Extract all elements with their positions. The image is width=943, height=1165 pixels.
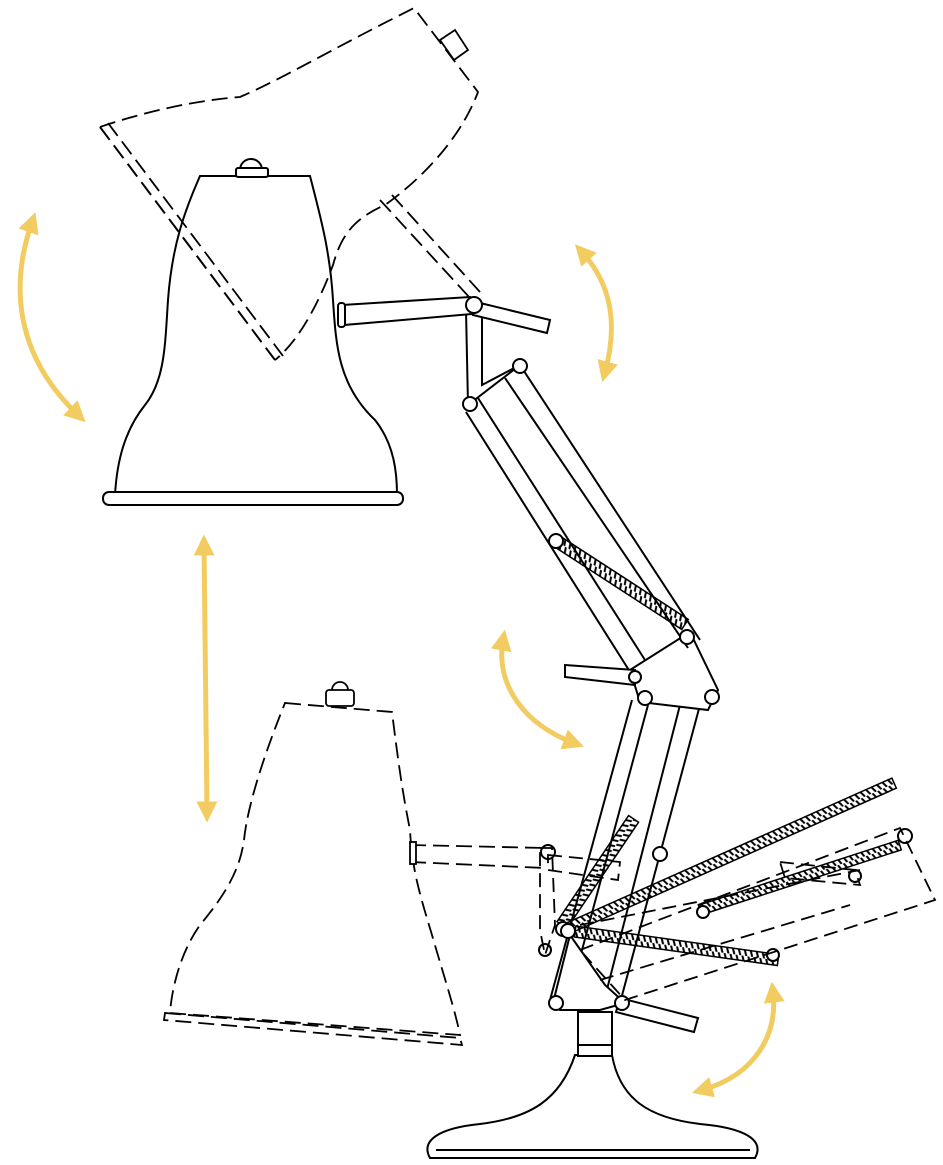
shade-lowered <box>162 681 546 1047</box>
base-pivot-arrow <box>691 981 785 1098</box>
head-pivot-arrow <box>574 244 618 383</box>
elbow-pivot-arrow <box>490 629 584 750</box>
lamp-base <box>426 1011 759 1159</box>
lowered-arm-ghost <box>539 826 937 1002</box>
lamp-arm <box>337 295 720 1034</box>
springs <box>550 533 903 967</box>
shade-height-arrow <box>193 534 218 823</box>
shade-tilt-arrow <box>17 212 86 423</box>
shade-tilted <box>99 6 481 361</box>
